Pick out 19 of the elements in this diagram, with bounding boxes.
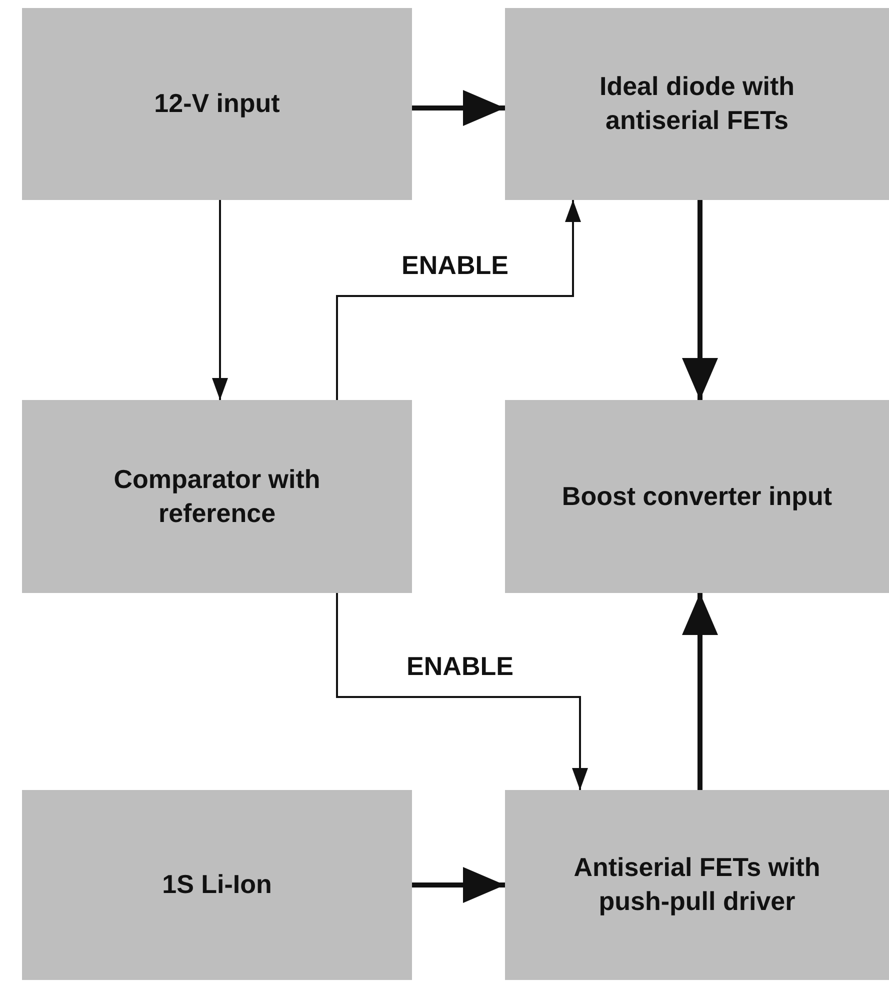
block-label: 1S Li-Ion (162, 868, 272, 902)
block-label: Ideal diode with antiserial FETs (598, 70, 796, 137)
arrow (682, 593, 718, 790)
block-label: 12-V input (154, 87, 280, 120)
arrow (412, 867, 505, 903)
block-box (505, 400, 889, 593)
block-box (22, 400, 412, 593)
arrow (336, 200, 581, 400)
arrow (212, 200, 228, 400)
block-box (22, 8, 412, 200)
block-label: Antiserial FETs with push-pull driver (572, 851, 822, 918)
block-label: Boost converter input (562, 480, 832, 513)
block-label: Comparator with reference (112, 462, 322, 530)
block-box (505, 8, 889, 200)
block-box (22, 790, 412, 980)
arrow (682, 200, 718, 400)
arrow (412, 90, 505, 126)
arrow (336, 593, 588, 790)
block-box (505, 790, 889, 980)
